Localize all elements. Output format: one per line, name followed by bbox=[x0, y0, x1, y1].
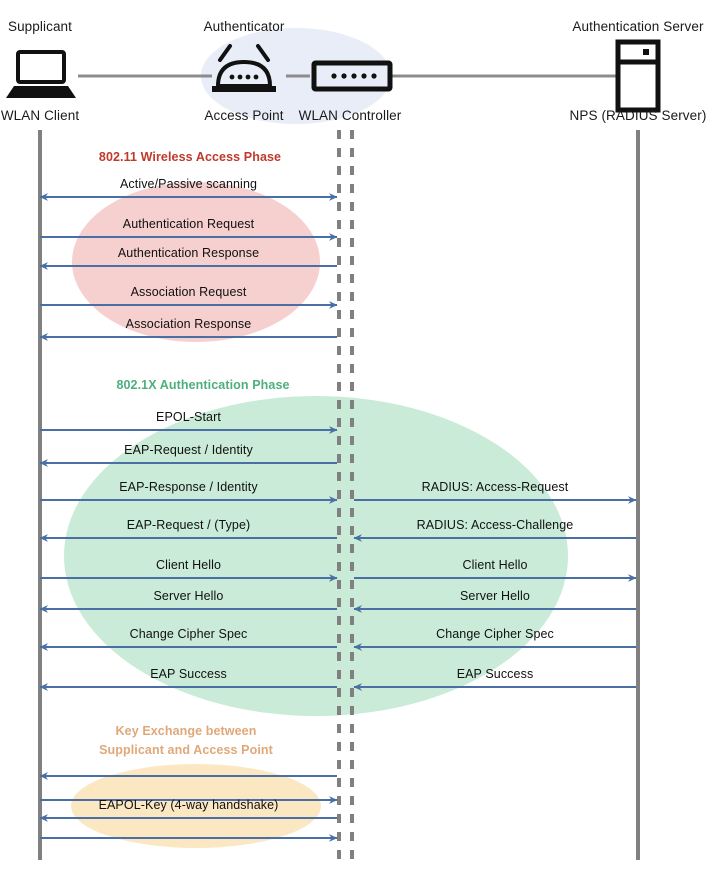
message-label: Association Request bbox=[130, 285, 247, 299]
phase-80211-label: 802.11 Wireless Access Phase bbox=[98, 150, 282, 164]
phase-8021x-ellipse bbox=[64, 396, 568, 716]
phase-key-exchange-ellipse bbox=[71, 764, 321, 848]
message-label: EPOL-Start bbox=[156, 410, 221, 424]
message-label: Authentication Response bbox=[117, 246, 260, 260]
message-label: Association Response bbox=[125, 317, 252, 331]
phase-key-exchange-label-line1: Key Exchange between bbox=[115, 724, 257, 738]
actor-device-wlan-client: WLAN Client bbox=[0, 108, 80, 123]
message-label: Active/Passive scanning bbox=[119, 177, 258, 191]
server-icon bbox=[615, 39, 661, 113]
laptop-icon bbox=[6, 50, 76, 98]
message-label: Change Cipher Spec bbox=[436, 627, 554, 641]
phase-80211-ellipse bbox=[72, 182, 320, 342]
message-label: Client Hello bbox=[155, 558, 222, 572]
phase-8021x-label: 802.1X Authentication Phase bbox=[116, 378, 290, 392]
access-point-icon bbox=[212, 44, 276, 92]
message-label: EAP Success bbox=[150, 667, 227, 681]
message-label: Server Hello bbox=[460, 589, 530, 603]
actor-role-authentication-server: Authentication Server bbox=[572, 19, 704, 34]
message-label: EAP-Request / Identity bbox=[124, 443, 253, 457]
actor-device-access-point: Access Point bbox=[204, 108, 284, 123]
actor-device-nps-radius-server: NPS (RADIUS Server) bbox=[569, 108, 707, 123]
message-label: Server Hello bbox=[153, 589, 224, 603]
actor-role-supplicant: Supplicant bbox=[7, 19, 73, 34]
message-label: EAP-Request / (Type) bbox=[126, 518, 251, 532]
phase-ellipses bbox=[64, 182, 568, 848]
message-label: RADIUS: Access-Challenge bbox=[416, 518, 574, 532]
message-label: Authentication Request bbox=[122, 217, 255, 231]
lifelines bbox=[38, 130, 640, 860]
message-label: Change Cipher Spec bbox=[129, 627, 248, 641]
message-label: Client Hello bbox=[462, 558, 528, 572]
message-label: EAP-Response / Identity bbox=[119, 480, 258, 494]
message-label: EAPOL-Key (4-way handshake) bbox=[98, 798, 279, 812]
actor-role-authenticator: Authenticator bbox=[203, 19, 285, 34]
message-arrows bbox=[39, 193, 637, 842]
wlan-controller-icon bbox=[311, 60, 393, 92]
message-label: RADIUS: Access-Request bbox=[421, 480, 569, 494]
message-label: EAP Success bbox=[456, 667, 534, 681]
phase-key-exchange-label-line2: Supplicant and Access Point bbox=[99, 743, 273, 757]
actor-device-wlan-controller: WLAN Controller bbox=[298, 108, 402, 123]
